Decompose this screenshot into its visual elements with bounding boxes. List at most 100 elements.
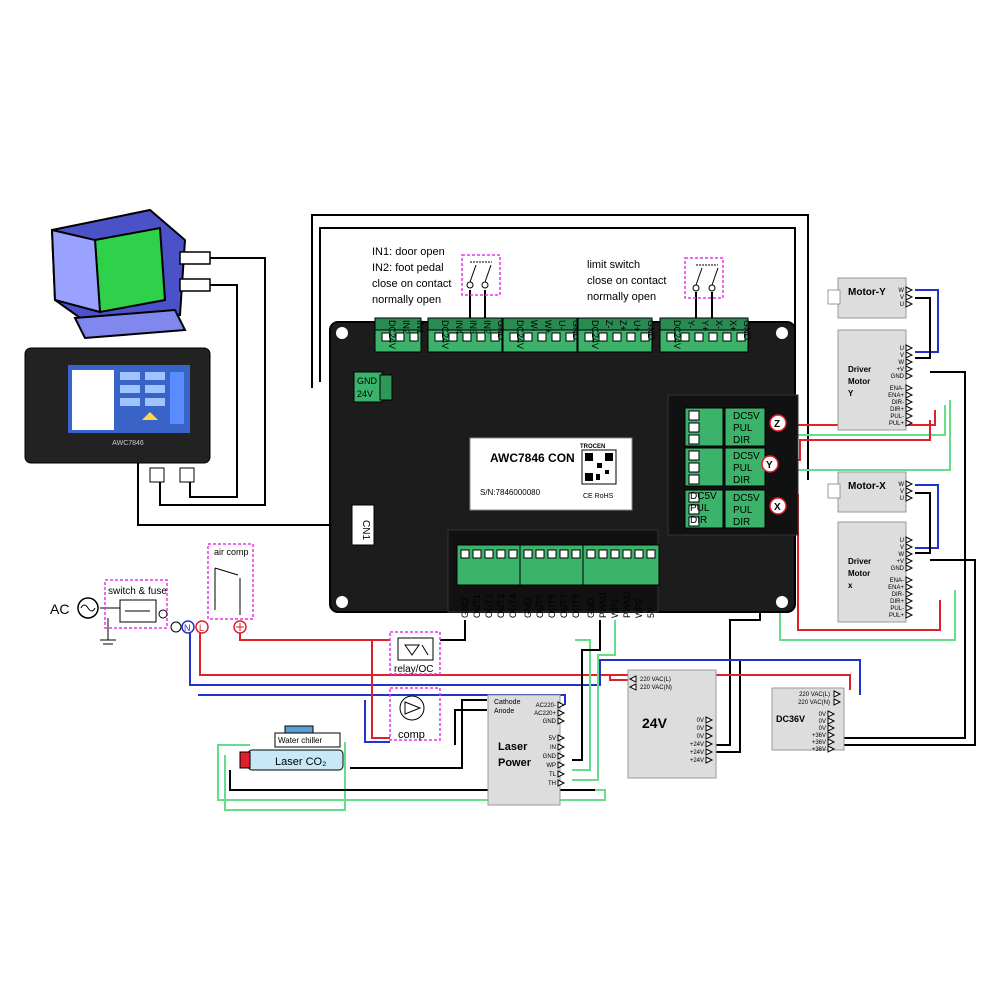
gnd-label: GND [357,376,378,386]
compressor: comp [389,687,441,741]
terminal-pin-label: GND [523,598,533,619]
limit-notes: limit switch close on contact normally o… [587,259,667,303]
psu-36v: DC36V 220 VAC(L)220 VAC(N) 0V0V0V+36V+36… [771,687,845,753]
axis-pin-label-extra: DIR [690,515,707,526]
motor-x-label: Motor-X [848,481,886,492]
axis-pin-label: DC5V [733,411,760,422]
wire-mains-blue-2 [198,694,566,705]
wire-comp-red [371,640,390,739]
laser-tube: Laser CO₂ [239,749,344,771]
terminal-pin-label: GND [646,320,656,341]
motor-y-label: Motor-Y [848,287,886,298]
pc-keyboard [73,308,187,340]
relay-oc: relay/OC [389,631,441,675]
axis-pin-label: PUL [733,505,753,516]
terminal-pin-label: W- [529,320,539,331]
terminal-pin-label: W+ [543,320,553,334]
pin-label: 0V [697,734,704,740]
brand-label: TROCEN [580,444,605,450]
wire-laser-black-sig [572,620,601,761]
wire-hmi-cn1 [137,460,352,526]
laser-anode: Anode [494,708,514,715]
pin-label: +36V [812,733,826,739]
pin-label: +24V [690,750,704,756]
pin-label: U [900,302,904,308]
relay-label: relay/OC [394,664,433,675]
terminal-pin-label: Y+ [700,320,710,331]
wire-pc-usb [159,257,266,506]
terminal-pin-label: PWM1 [598,591,608,618]
pin-label: +V [896,559,904,565]
comp-label: comp [398,729,425,741]
hmi-label: AWC7846 [112,440,144,447]
wire-chiller-green [224,742,346,811]
axis-port-y [724,447,766,487]
pin-label: 0V [697,726,704,732]
in-notes: IN1: door open IN2: foot pedal close on … [372,246,452,306]
axis-pin-label: PUL [733,423,753,434]
wire-laser-green-2 [572,620,616,781]
pin-label: PUL+ [889,613,905,619]
in-note-4: normally open [372,294,441,306]
pin-label: V [900,545,904,551]
terminal-pin-label: Y- [686,320,696,328]
pin-label: W [898,552,904,558]
terminal-pin-label: X+ [728,320,738,331]
wire-z-green [765,405,946,436]
pin-label: +24V [690,758,704,764]
switch-fuse-label: switch & fuse [108,586,167,597]
pin-label: W [898,360,904,366]
wire-motor-y-2 [915,297,931,359]
terminal-pin-label: IN3 [468,320,478,334]
limit-note-2: close on contact [587,275,667,287]
serial-label: S/N:7846000080 [480,488,541,497]
pin-label: PUL- [890,414,904,420]
terminal-pin-label: U- [557,320,567,330]
hmi-panel: AWC7846 [24,347,211,483]
pin-label: U [900,346,904,352]
axis-pin-label: DC5V [733,493,760,504]
wire-motor-x-2 [915,492,931,554]
axis-pin-label: DC5V [733,451,760,462]
driver-y-label: Motor [848,377,870,386]
l-label: L [199,623,204,633]
axis-marker-z [769,414,787,432]
terminal-pin-label: OUT7 [559,594,569,618]
wire-relay-out [440,620,466,641]
driver-y-label: Y [848,389,854,398]
wire-z-red [765,410,936,426]
wire-pc-usb-2 [189,284,238,498]
terminal-pin-label: IN1 [415,320,425,334]
limit-note-3: normally open [587,291,656,303]
terminal-pin-label: OUT6 [547,594,557,618]
terminal-pin-label: DC24V [672,320,682,349]
motor-x: Motor-X WVU [827,471,914,513]
laser-cathode: Cathode [494,699,521,706]
axis-port-x [724,489,766,529]
usb-plug-icon [179,251,211,292]
pin-label: V [900,489,904,495]
psu-24v: 24V 220 VAC(L)220 VAC(N) 0V0V0V+24V+24V+… [627,669,717,779]
psu-24v-input: 220 VAC(N) [640,685,672,691]
terminal-pin-label: OUT3 [496,594,506,618]
pin-label: 5V [549,736,556,742]
driver-x-label: x [848,581,853,590]
ac-label: AC [50,601,69,617]
pin-label: U [900,496,904,502]
psu-36v-input: 220 VAC(N) [798,700,830,706]
pin-label: 0V [819,712,826,718]
pin-label: TL [549,772,557,778]
axis-marker-label: X [774,502,781,513]
pin-label: WP [546,763,556,769]
wire-motor-y-blue [915,289,939,353]
pin-label: 0V [819,719,826,725]
wire-drv-y-power [840,371,966,739]
terminal-pin-label: PWM2 [622,591,632,618]
air-comp-label: air comp [214,547,249,557]
terminal-pin-label: DC24V [515,320,525,349]
laser-title-2: Power [498,757,532,769]
